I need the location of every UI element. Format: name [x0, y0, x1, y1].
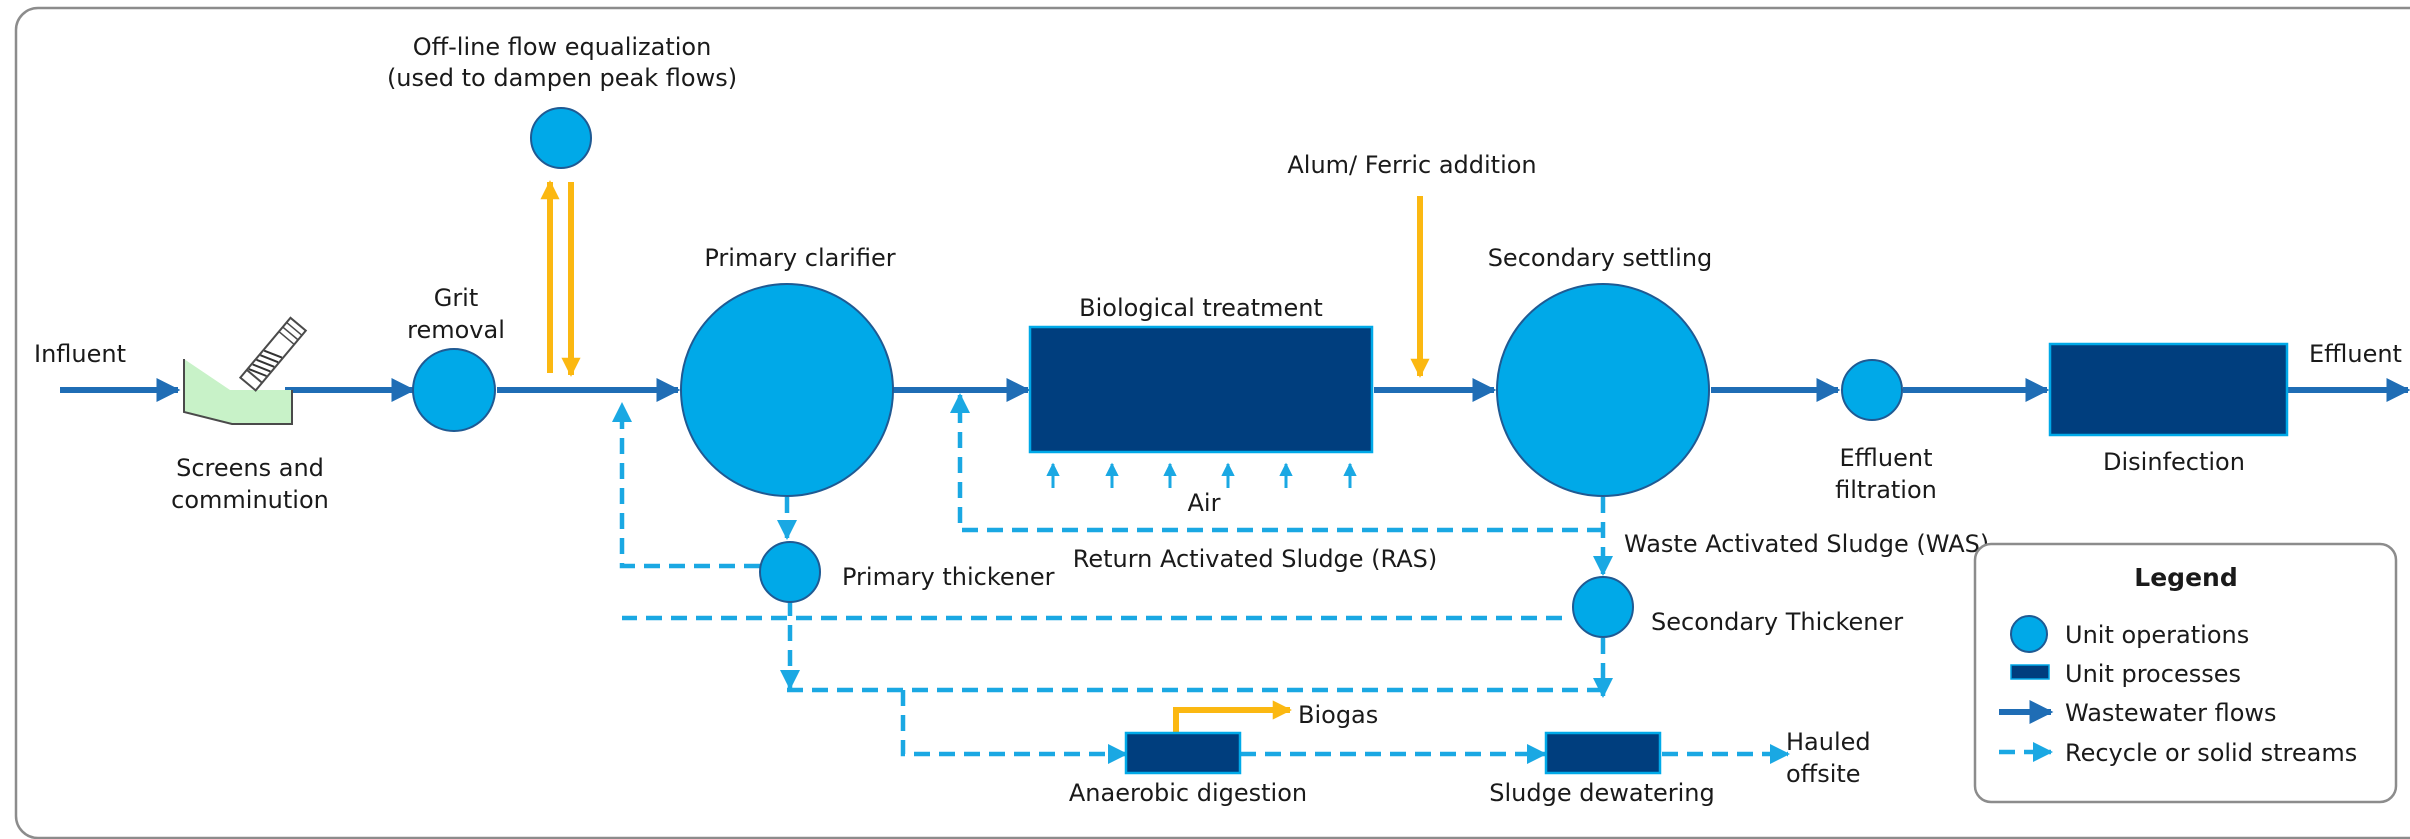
- label-primary-clarifier: Primary clarifier: [704, 244, 895, 272]
- label-hauled-line1: Hauled: [1786, 728, 1871, 756]
- label-biogas: Biogas: [1298, 701, 1378, 729]
- label-grit-line1: Grit: [434, 284, 479, 312]
- biological-treatment-unit: [1028, 325, 1374, 454]
- label-ras: Return Activated Sludge (RAS): [1073, 545, 1438, 573]
- label-sludge-dewatering: Sludge dewatering: [1489, 779, 1714, 807]
- air-diffuser-arrows: [1046, 462, 1357, 488]
- label-disinfection: Disinfection: [2103, 448, 2245, 476]
- legend-unit-process-swatch: [2010, 664, 2050, 680]
- label-anaerobic-digestion: Anaerobic digestion: [1069, 779, 1307, 807]
- legend-unit-operation-swatch: [2010, 615, 2048, 653]
- stream-ras: [949, 392, 1603, 533]
- unit-processes: [1028, 325, 2289, 775]
- legend-wastewater-flows-label: Wastewater flows: [2065, 699, 2277, 727]
- equalization-basin-unit: [530, 107, 592, 169]
- label-screens-line2: comminution: [171, 486, 329, 514]
- label-alum-ferric: Alum/ Ferric addition: [1287, 151, 1536, 179]
- label-was: Waste Activated Sludge (WAS): [1624, 530, 1989, 558]
- label-biological-treatment: Biological treatment: [1079, 294, 1323, 322]
- label-influent: Influent: [34, 340, 126, 368]
- label-effluent: Effluent: [2309, 340, 2402, 368]
- label-effluent-filtration-line2: filtration: [1835, 476, 1937, 504]
- secondary-settling-unit: [1496, 283, 1710, 497]
- primary-thickener-unit: [759, 541, 821, 603]
- primary-clarifier-unit: [680, 283, 894, 497]
- flow-biogas: [1173, 700, 1292, 733]
- label-air: Air: [1188, 489, 1221, 517]
- legend-recycle-label: Recycle or solid streams: [2065, 739, 2357, 767]
- legend-unit-processes-label: Unit processes: [2065, 660, 2241, 688]
- label-hauled-line2: offsite: [1786, 760, 1861, 788]
- legend-unit-operations-label: Unit operations: [2065, 621, 2249, 649]
- recycle-stream-lines: [611, 392, 1791, 765]
- label-effluent-filtration-line1: Effluent: [1840, 444, 1933, 472]
- grit-removal-unit: [412, 348, 496, 432]
- label-offline-line2: (used to dampen peak flows): [387, 64, 737, 92]
- sludge-dewatering-unit: [1544, 731, 1662, 775]
- label-screens-line1: Screens and: [176, 454, 324, 482]
- screens-comminution-icon: [183, 316, 308, 425]
- effluent-filtration-unit: [1841, 359, 1903, 421]
- diagram-labels: Influent Screens and comminution Grit re…: [34, 33, 2402, 807]
- label-offline-line1: Off-line flow equalization: [413, 33, 712, 61]
- legend: Legend Unit operations Unit processes Wa…: [1973, 542, 2398, 804]
- disinfection-unit: [2048, 342, 2289, 437]
- stream-thickener-supernatant: [611, 401, 760, 569]
- anaerobic-digestion-unit: [1124, 731, 1242, 775]
- label-primary-thickener: Primary thickener: [842, 563, 1055, 591]
- stream-to-digestion: [900, 690, 1129, 765]
- label-secondary-thickener: Secondary Thickener: [1651, 608, 1903, 636]
- secondary-thickener-unit: [1572, 576, 1634, 638]
- unit-operations: [412, 107, 1903, 638]
- label-secondary-settling: Secondary settling: [1488, 244, 1713, 272]
- legend-title: Legend: [2134, 563, 2237, 592]
- auxiliary-flow-lines: [540, 180, 1430, 733]
- diagram-frame: [14, 6, 2410, 839]
- label-grit-line2: removal: [407, 316, 505, 344]
- legend-box: [1973, 542, 2398, 804]
